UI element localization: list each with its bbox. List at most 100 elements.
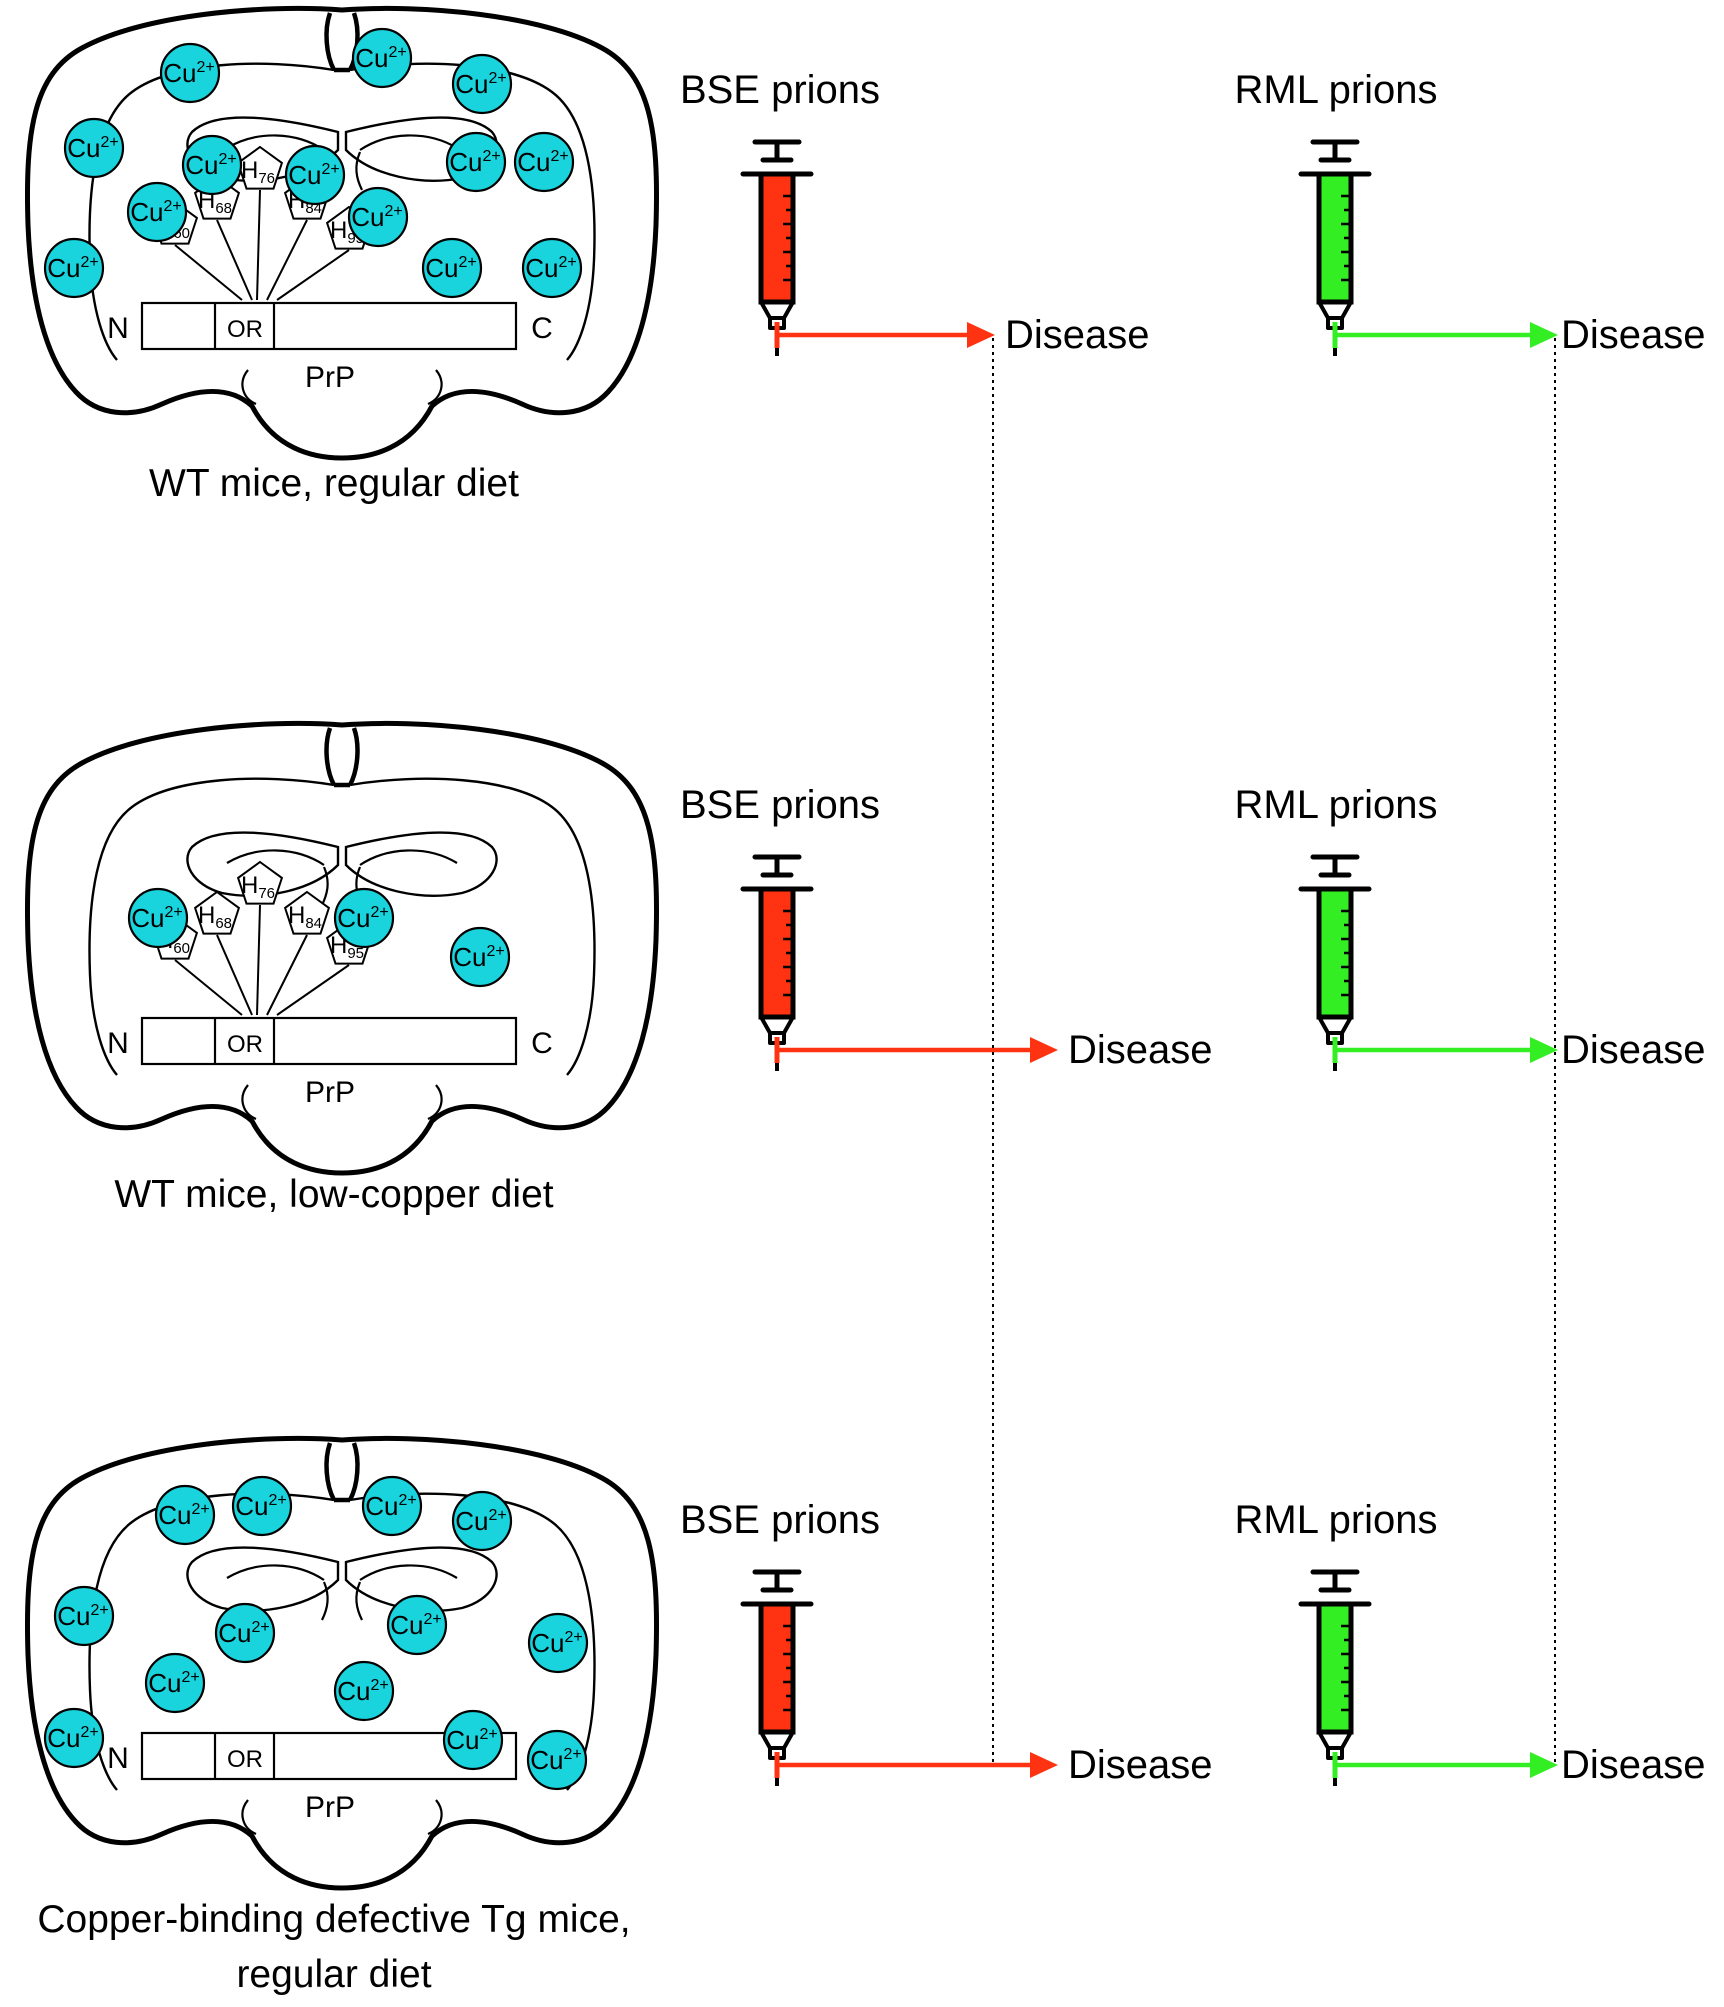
histidine-ring	[193, 890, 241, 935]
copper-ion-label: Cu2+	[355, 43, 407, 73]
histidine-label: H76	[241, 872, 275, 902]
copper-ion-label: Cu2+	[148, 1668, 200, 1698]
histidine-tether	[266, 219, 308, 301]
bse-disease-arrow	[774, 1752, 1058, 1778]
bse-prions-label: BSE prions	[680, 1498, 880, 1542]
histidine-ring	[236, 145, 284, 190]
copper-ion-label: Cu2+	[455, 1506, 507, 1536]
arrow-head	[967, 322, 995, 348]
syringe-icon	[1301, 857, 1369, 1071]
histidine-tether	[216, 219, 253, 301]
panel-caption: regular diet	[236, 1953, 431, 1996]
copper-ion-circle	[63, 117, 125, 179]
copper-ion-circle	[333, 887, 395, 949]
copper-ion-icon: Cu2+	[526, 1729, 588, 1791]
copper-ion-label: Cu2+	[235, 1491, 287, 1521]
copper-ion-label: Cu2+	[131, 903, 183, 933]
copper-ion-icon: Cu2+	[214, 1602, 276, 1664]
histidine-label: H68	[198, 902, 232, 932]
arrow-head	[1530, 322, 1558, 348]
copper-ion-circle	[214, 1602, 276, 1664]
copper-ion-circle	[451, 1490, 513, 1552]
histidine-tether	[266, 934, 308, 1016]
histidine-label: H84	[288, 902, 322, 932]
copper-ion-icon: Cu2+	[386, 1594, 448, 1656]
prp-label: PrP	[305, 1076, 355, 1109]
copper-ion-icon: Cu2+	[333, 1660, 395, 1722]
panel-3: ORNCPrPCu2+Cu2+Cu2+Cu2+Cu2+Cu2+Cu2+Cu2+C…	[27, 1438, 1706, 1996]
histidine-tether	[174, 244, 243, 301]
copper-ion-label: Cu2+	[337, 1676, 389, 1706]
histidine-label: H76	[241, 157, 275, 187]
rml-disease-arrow	[1332, 322, 1558, 348]
copper-ion-circle	[347, 186, 409, 248]
octarepeat-label: OR	[227, 1746, 263, 1773]
copper-ion-circle	[43, 237, 105, 299]
copper-ion-circle	[159, 42, 221, 104]
syringe-icon	[1301, 142, 1369, 356]
copper-ion-circle	[181, 134, 243, 196]
copper-ion-label: Cu2+	[351, 202, 403, 232]
copper-ion-label: Cu2+	[525, 253, 577, 283]
copper-ion-label: Cu2+	[446, 1725, 498, 1755]
copper-ion-icon: Cu2+	[347, 186, 409, 248]
arrow-head	[1530, 1752, 1558, 1778]
copper-ion-circle	[386, 1594, 448, 1656]
panel-1: ORNCPrPH60H68H76H84H95Cu2+Cu2+Cu2+Cu2+Cu…	[27, 8, 1706, 505]
copper-ion-icon: Cu2+	[421, 237, 483, 299]
arrow-head	[1030, 1752, 1058, 1778]
copper-ion-label: Cu2+	[449, 147, 501, 177]
syringe-icon	[743, 1572, 811, 1786]
copper-ion-label: Cu2+	[47, 1723, 99, 1753]
copper-ion-icon: Cu2+	[333, 887, 395, 949]
arrow-head	[1530, 1037, 1558, 1063]
disease-label: Disease	[1068, 1743, 1213, 1787]
prp-bar-outline	[140, 1016, 518, 1066]
copper-ion-label: Cu2+	[337, 903, 389, 933]
copper-ion-icon: Cu2+	[527, 1612, 589, 1674]
c-terminus-label: C	[531, 312, 553, 345]
histidine-pentagon-icon: H76	[236, 145, 284, 190]
copper-ion-icon: Cu2+	[231, 1475, 293, 1537]
histidine-pentagon-icon: H84	[283, 890, 331, 935]
histidine-tether	[174, 959, 243, 1016]
prp-label: PrP	[305, 361, 355, 394]
panel-2: ORNCPrPH60H68H76H84H95Cu2+Cu2+Cu2+WT mic…	[27, 723, 1706, 1216]
copper-ion-icon: Cu2+	[449, 926, 511, 988]
copper-ion-label: Cu2+	[158, 1500, 210, 1530]
copper-ion-icon: Cu2+	[445, 131, 507, 193]
copper-ion-label: Cu2+	[390, 1610, 442, 1640]
rml-prions-label: RML prions	[1234, 1498, 1437, 1542]
histidine-ring	[236, 860, 284, 905]
copper-ion-label: Cu2+	[67, 133, 119, 163]
copper-ion-icon: Cu2+	[361, 1475, 423, 1537]
copper-ion-label: Cu2+	[288, 160, 340, 190]
panel-caption: WT mice, regular diet	[149, 462, 519, 505]
copper-ion-circle	[527, 1612, 589, 1674]
copper-ion-circle	[445, 131, 507, 193]
copper-ion-icon: Cu2+	[43, 237, 105, 299]
histidine-ring	[283, 890, 331, 935]
copper-ion-label: Cu2+	[365, 1491, 417, 1521]
bse-disease-arrow	[774, 1037, 1058, 1063]
rml-prions-label: RML prions	[1234, 783, 1437, 827]
copper-ion-label: Cu2+	[455, 69, 507, 99]
disease-label: Disease	[1561, 313, 1706, 357]
copper-ion-circle	[421, 237, 483, 299]
copper-ion-circle	[351, 27, 413, 89]
octarepeat-label: OR	[227, 1031, 263, 1058]
bse-disease-arrow	[774, 322, 995, 348]
copper-ion-icon: Cu2+	[521, 237, 583, 299]
disease-label: Disease	[1068, 1028, 1213, 1072]
copper-ion-circle	[53, 1585, 115, 1647]
copper-ion-icon: Cu2+	[284, 144, 346, 206]
histidine-tether	[216, 934, 253, 1016]
copper-ion-label: Cu2+	[530, 1745, 582, 1775]
copper-ion-label: Cu2+	[453, 942, 505, 972]
copper-ion-circle	[333, 1660, 395, 1722]
copper-ion-circle	[521, 237, 583, 299]
copper-ion-icon: Cu2+	[513, 131, 575, 193]
